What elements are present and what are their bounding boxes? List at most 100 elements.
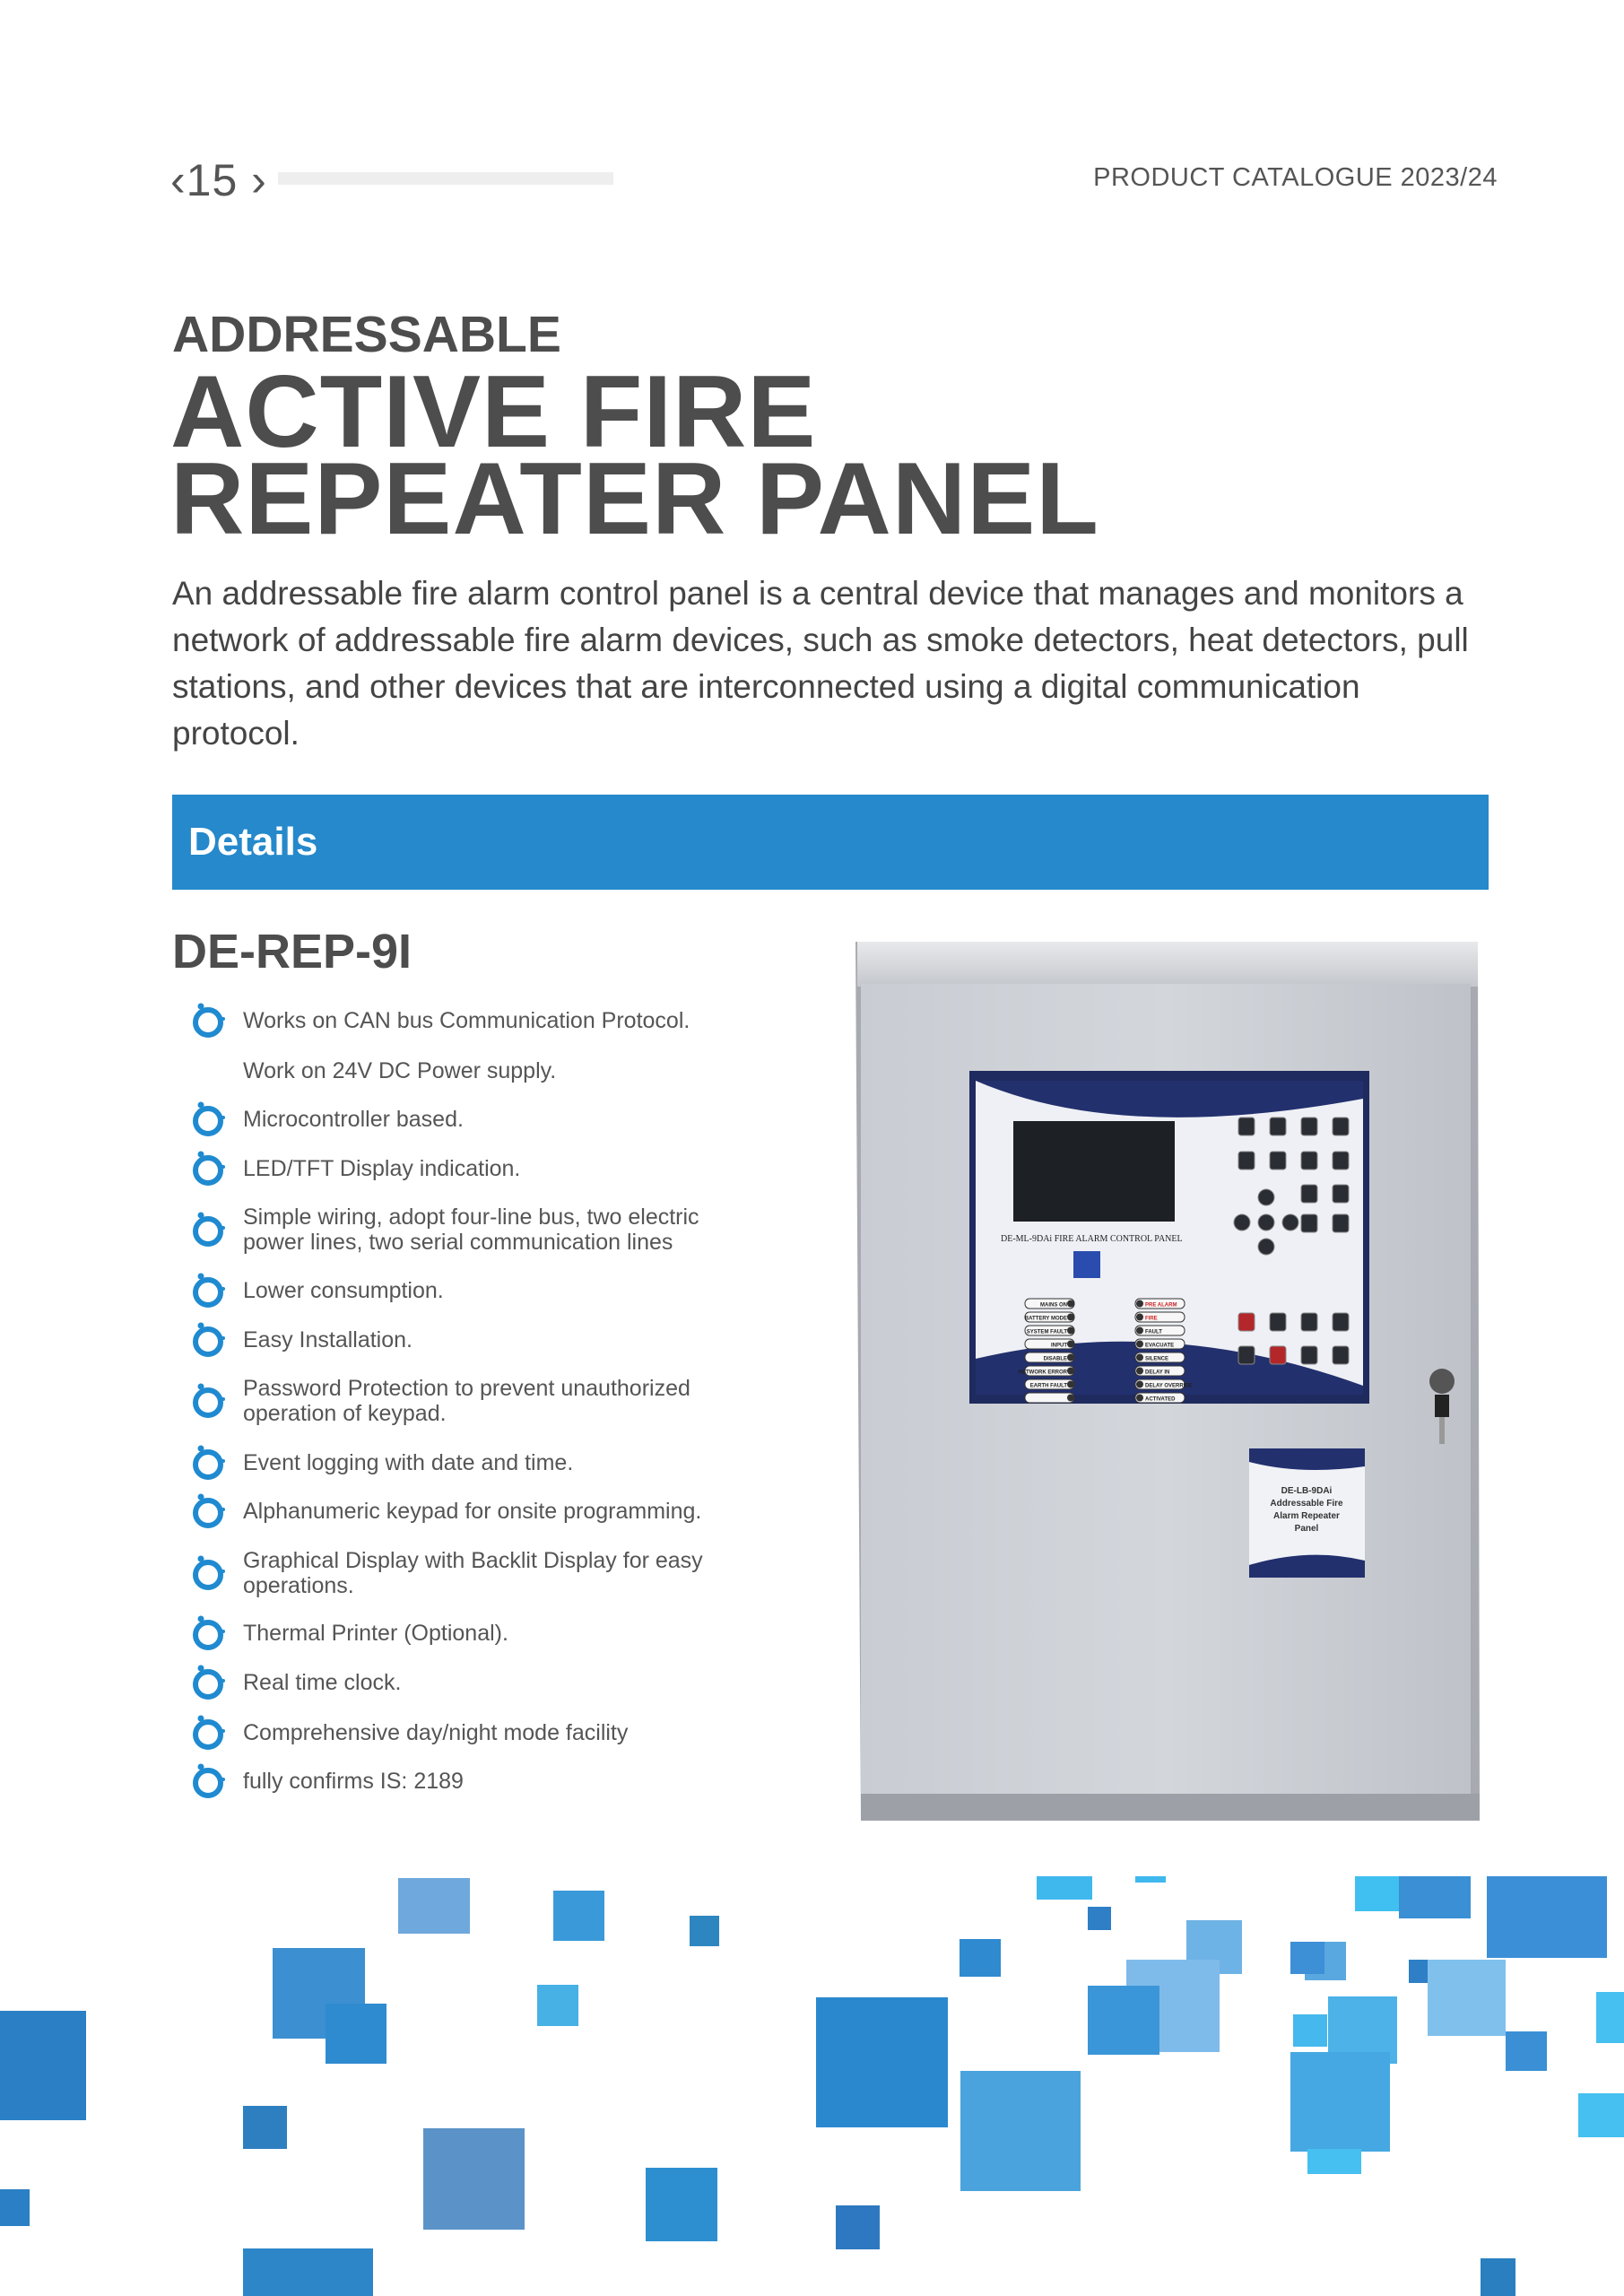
feature-item: Simple wiring, adopt four-line bus, two … <box>188 1203 762 1257</box>
feature-text: Work on 24V DC Power supply. <box>243 1058 557 1083</box>
placard-line: Alarm Repeater <box>1273 1511 1340 1521</box>
decorative-square <box>960 2071 1081 2191</box>
feature-text: fully confirms IS: 2189 <box>243 1769 464 1794</box>
bullet-ring-icon <box>193 1322 225 1357</box>
feature-text: Microcontroller based. <box>243 1107 464 1132</box>
decorative-square <box>1037 1876 1092 1900</box>
feature-item: Password Protection to prevent unauthori… <box>188 1374 762 1428</box>
led-label: SILENCE <box>1145 1357 1168 1362</box>
feature-text: Alphanumeric keypad for onsite programmi… <box>243 1499 702 1524</box>
led-label: DELAY OVERRIDE <box>1145 1384 1193 1389</box>
feature-item: Alphanumeric keypad for onsite programmi… <box>188 1484 762 1538</box>
feature-text: Thermal Printer (Optional). <box>243 1621 508 1646</box>
decorative-square <box>1596 1992 1624 2043</box>
decorative-square <box>0 2189 30 2226</box>
led-label: PRE ALARM <box>1145 1303 1177 1309</box>
decorative-square <box>1428 1960 1506 2036</box>
bullet-ring-icon <box>193 1665 225 1700</box>
decorative-square <box>537 1985 578 2026</box>
feature-item: Work on 24V DC Power supply. <box>188 1044 762 1098</box>
decorative-square <box>243 2248 373 2296</box>
decorative-square <box>1135 1876 1166 1883</box>
page-title-line1: ACTIVE FIRE <box>170 355 817 469</box>
feature-item: Comprehensive day/night mode facility <box>188 1706 762 1760</box>
led-label: ACTIVATED <box>1145 1397 1176 1403</box>
feature-text: Easy Installation. <box>243 1327 413 1352</box>
decorative-square <box>553 1891 604 1941</box>
page-title-line2: REPEATER PANEL <box>170 442 1099 556</box>
panel-label: DE-ML-9DAi FIRE ALARM CONTROL PANEL <box>1001 1234 1183 1244</box>
bullet-ring-icon <box>193 1383 225 1418</box>
decorative-square <box>1355 1876 1402 1911</box>
led-label: DISABLE <box>1044 1357 1067 1362</box>
led-label: MAINS ON <box>1040 1303 1067 1309</box>
bullet-ring-icon <box>193 1003 225 1038</box>
decorative-square <box>836 2205 880 2249</box>
feature-text: Graphical Display with Backlit Display f… <box>243 1548 703 1598</box>
decorative-square <box>1399 1876 1471 1918</box>
decorative-square <box>1506 2031 1547 2071</box>
decorative-square <box>1088 1907 1111 1930</box>
model-name: DE-REP-9I <box>172 925 413 978</box>
decorative-square <box>1481 2258 1515 2296</box>
bullet-ring-icon <box>193 1151 225 1186</box>
decorative-square <box>0 2011 86 2120</box>
feature-item: Thermal Printer (Optional). <box>188 1606 762 1660</box>
page-number: ‹15 › <box>170 155 267 205</box>
bullet-ring-icon <box>193 1273 225 1308</box>
feature-item: Real time clock. <box>188 1656 762 1709</box>
led-label: DELAY IN <box>1145 1370 1169 1376</box>
placard-line: DE-LB-9DAi <box>1281 1486 1333 1496</box>
led-label: EARTH FAULT <box>1030 1384 1068 1389</box>
page-supertitle: ADDRESSABLE <box>172 306 561 363</box>
decorative-square <box>1290 2052 1390 2152</box>
decorative-square <box>1578 2093 1624 2137</box>
decorative-square <box>690 1916 719 1946</box>
decorative-square <box>243 2106 287 2149</box>
feature-item: Microcontroller based. <box>188 1092 762 1146</box>
led-label: INPUT <box>1051 1344 1067 1349</box>
placard-line: Addressable Fire <box>1270 1499 1343 1509</box>
led-label: SYSTEM FAULT <box>1027 1330 1068 1335</box>
decorative-square <box>1293 2014 1327 2047</box>
description: An addressable fire alarm control panel … <box>172 575 1469 752</box>
led-label: BATTERY MODE <box>1025 1317 1067 1322</box>
decorative-square <box>960 1939 1001 1977</box>
decorative-square <box>326 2004 386 2064</box>
catalogue-title: PRODUCT CATALOGUE 2023/24 <box>1093 163 1498 192</box>
header-divider <box>278 172 613 185</box>
feature-item: fully confirms IS: 2189 <box>188 1754 762 1808</box>
feature-text: Real time clock. <box>243 1670 402 1695</box>
feature-item: Event logging with date and time. <box>188 1436 762 1490</box>
feature-item: Easy Installation. <box>188 1313 762 1367</box>
product-photo: DE-ML-9DAi FIRE ALARM CONTROL PANEL MAIN… <box>852 937 1484 1830</box>
feature-text: Comprehensive day/night mode facility <box>243 1720 629 1745</box>
feature-item: LED/TFT Display indication. <box>188 1142 762 1196</box>
decorative-square <box>816 1997 948 2127</box>
decorative-square <box>1409 1960 1429 1983</box>
bullet-ring-icon <box>193 1212 225 1247</box>
bullet-ring-icon <box>193 1555 225 1590</box>
lock-icon <box>1429 1369 1455 1394</box>
bullet-ring-icon <box>193 1445 225 1480</box>
decorative-square <box>1487 1876 1607 1958</box>
feature-item: Graphical Display with Backlit Display f… <box>188 1546 762 1600</box>
feature-text: Simple wiring, adopt four-line bus, two … <box>243 1205 699 1255</box>
bullet-ring-icon <box>193 1101 225 1136</box>
bullet-ring-icon <box>193 1615 225 1650</box>
led-label: NETWORK ERROR <box>1019 1370 1068 1376</box>
decorative-square <box>1290 1942 1324 1974</box>
feature-text: Works on CAN bus Communication Protocol. <box>243 1008 690 1033</box>
details-banner: Details <box>172 795 1489 890</box>
placard-line: Panel <box>1295 1524 1319 1534</box>
decorative-square <box>1088 1986 1159 2055</box>
bullet-ring-icon <box>193 1763 225 1798</box>
feature-item: Works on CAN bus Communication Protocol. <box>188 994 762 1048</box>
bullet-ring-icon <box>193 1493 225 1528</box>
decorative-square <box>423 2128 525 2230</box>
feature-text: LED/TFT Display indication. <box>243 1156 521 1181</box>
feature-text: Lower consumption. <box>243 1278 444 1303</box>
led-label: EVACUATE <box>1145 1344 1174 1349</box>
decorative-square <box>1307 2149 1361 2174</box>
feature-text: Password Protection to prevent unauthori… <box>243 1376 690 1426</box>
